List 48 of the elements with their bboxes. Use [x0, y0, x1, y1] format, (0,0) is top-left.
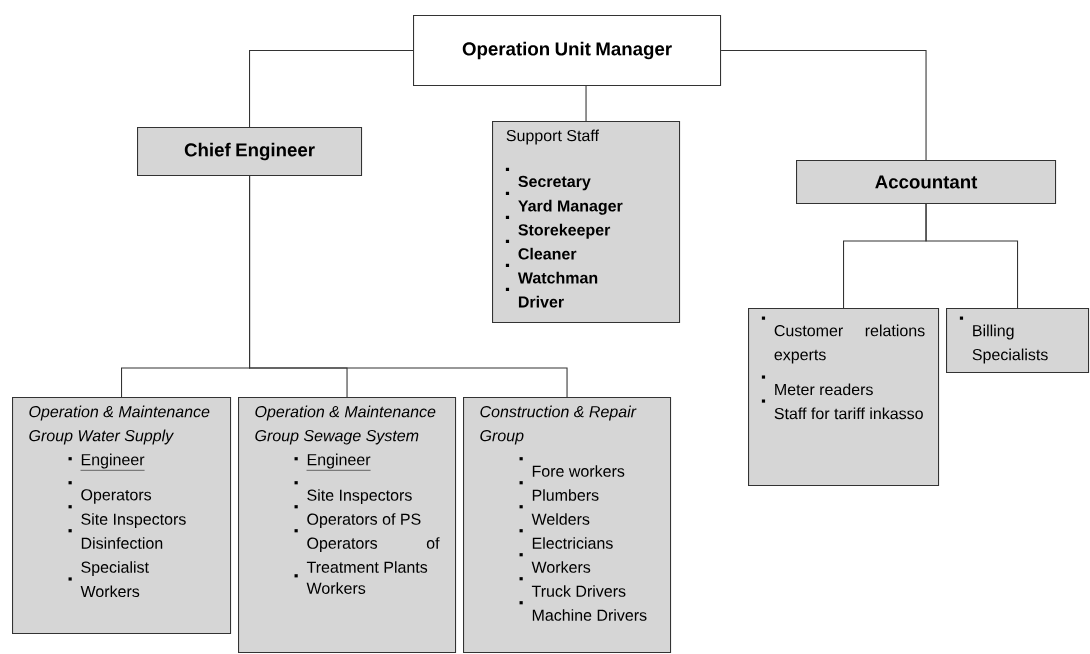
list-item: Operators — [68, 481, 152, 504]
group-heading: Construction & Repair Group — [480, 405, 637, 445]
group-heading: Support Staff — [506, 129, 599, 145]
group-box — [12, 397, 232, 635]
box-title: Operation Unit Manager — [462, 41, 672, 60]
connector-line — [249, 175, 568, 398]
connector-line — [585, 85, 587, 122]
list-item: Operators of PS — [294, 505, 421, 529]
group-box — [946, 308, 1090, 374]
list-item: Workers — [68, 577, 140, 598]
list-item: Fore workers — [519, 457, 625, 477]
title-box — [137, 127, 363, 177]
list-item: Yard Manager — [505, 191, 623, 215]
group-heading: Operation & Maintenance Group Water Supply — [29, 405, 210, 445]
list-item: Machine Drivers — [519, 601, 647, 621]
list-item: Staff for tariff inkasso — [761, 399, 923, 420]
list-item: Secretary — [505, 167, 591, 191]
list-item: Customer relations experts — [761, 316, 925, 364]
list-item: Engineer — [68, 453, 145, 471]
list-item: Disinfection Specialist — [68, 529, 163, 577]
title-box — [413, 15, 722, 87]
list-item: Workers — [519, 553, 591, 573]
list-item: Truck Drivers — [519, 577, 626, 597]
list-item: Electricians — [519, 529, 613, 549]
list-item: Plumbers — [519, 481, 599, 501]
list-item: Watchman — [505, 263, 598, 284]
group-heading: Operation & Maintenance Group Sewage System — [255, 405, 436, 445]
title-box — [796, 160, 1057, 205]
group-box — [492, 121, 681, 324]
list-item: Workers — [294, 574, 366, 594]
connector-line — [249, 50, 414, 128]
connector-line — [925, 203, 1019, 309]
list-item: Site Inspectors — [294, 481, 412, 505]
list-item: Site Inspectors — [68, 505, 186, 529]
list-item: Welders — [519, 505, 590, 525]
list-item: Billing Specialists — [959, 316, 1048, 364]
list-item: Driver — [505, 287, 564, 308]
box-title: Chief Engineer — [184, 142, 315, 161]
list-item: Cleaner — [505, 239, 577, 260]
group-box — [463, 397, 672, 654]
group-box — [748, 308, 940, 487]
connector-line — [720, 50, 927, 161]
box-title: Accountant — [875, 175, 978, 189]
group-box — [238, 397, 457, 654]
list-item: Storekeeper — [505, 215, 611, 239]
list-item: Operators of Treatment Plants — [294, 529, 440, 573]
list-item: Engineer — [294, 453, 371, 471]
list-item: Meter readers — [761, 375, 873, 396]
